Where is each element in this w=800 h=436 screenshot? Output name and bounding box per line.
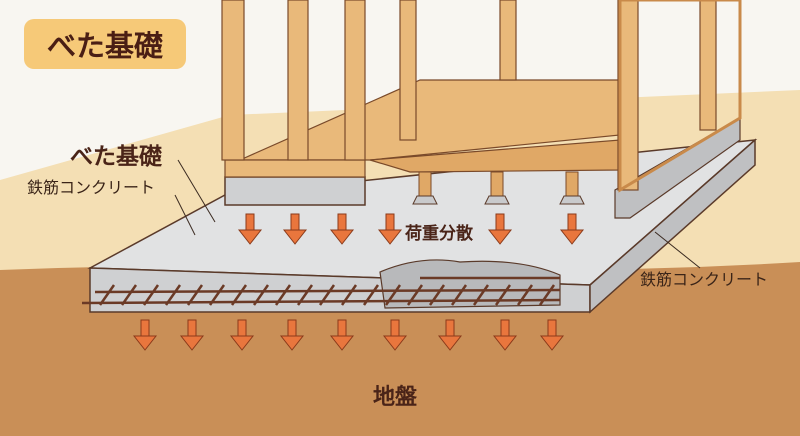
down-arrow-icon — [329, 213, 355, 245]
arrow-head — [539, 335, 565, 351]
wood-post — [221, 0, 245, 161]
arrow-head — [382, 335, 408, 351]
wood-post — [399, 0, 417, 141]
rebar-bar — [208, 284, 226, 306]
down-arrow-icon — [282, 213, 308, 245]
arrow-shaft — [187, 319, 197, 339]
arrow-head — [132, 335, 158, 351]
slab-side — [589, 138, 756, 314]
wood-post — [617, 0, 639, 191]
down-arrow-icon — [559, 213, 585, 245]
arrow-head — [437, 335, 463, 351]
arrow-shaft — [500, 319, 510, 339]
rebar-bar — [98, 284, 116, 306]
wood-posts — [221, 0, 717, 191]
pier-footing — [559, 195, 585, 205]
label-mat-foundation: べた基礎 — [70, 144, 162, 170]
rebar-bar — [516, 284, 534, 306]
down-arrow-icon — [237, 213, 263, 245]
wood-post — [344, 0, 366, 161]
pier-footing — [412, 195, 438, 205]
arrow-head — [179, 335, 205, 351]
down-arrow-icon — [382, 319, 408, 351]
arrow-shaft — [245, 213, 255, 233]
arrow-head — [329, 229, 355, 245]
rebar-bar — [406, 284, 424, 306]
down-arrow-icon — [279, 319, 305, 351]
label-ground: 地盤 — [373, 385, 418, 410]
wood-pier — [565, 171, 579, 197]
arrow-head — [329, 335, 355, 351]
down-arrow-icon — [539, 319, 565, 351]
wood-post — [499, 0, 517, 81]
rebar-bar — [274, 284, 292, 306]
rebar-bar — [164, 284, 182, 306]
arrow-shaft — [390, 319, 400, 339]
rebar — [81, 276, 561, 306]
rebar-bar — [494, 284, 512, 306]
arrow-shaft — [337, 319, 347, 339]
arrow-shaft — [287, 319, 297, 339]
arrow-shaft — [237, 319, 247, 339]
rebar-bar — [120, 284, 138, 306]
arrow-shaft — [337, 213, 347, 233]
wood-post — [699, 0, 717, 131]
floor-piers — [412, 171, 585, 205]
rebar-bar — [362, 284, 380, 306]
label-rc-left: 鉄筋コンクリート — [27, 178, 156, 197]
rebar-bar — [450, 284, 468, 306]
rebar-bar — [428, 284, 446, 306]
rebar-bar — [340, 284, 358, 306]
arrow-shaft — [495, 213, 505, 233]
rebar-bar — [252, 284, 270, 306]
down-arrow-icon — [487, 213, 513, 245]
rebar-bar — [538, 284, 556, 306]
down-arrow-icon — [492, 319, 518, 351]
wood-pier — [418, 171, 432, 197]
arrow-head — [492, 335, 518, 351]
down-arrow-icon — [132, 319, 158, 351]
rebar-bar — [230, 284, 248, 306]
arrow-shaft — [547, 319, 557, 339]
arrow-head — [237, 229, 263, 245]
load-arrows — [132, 213, 585, 351]
arrow-head — [559, 229, 585, 245]
arrow-head — [377, 229, 403, 245]
arrow-head — [279, 335, 305, 351]
label-rc-right: 鉄筋コンクリート — [640, 270, 769, 289]
right-wall-frame — [618, 0, 742, 193]
rebar-bar — [142, 284, 160, 306]
arrow-shaft — [445, 319, 455, 339]
arrow-head — [487, 229, 513, 245]
arrow-shaft — [385, 213, 395, 233]
down-arrow-icon — [377, 213, 403, 245]
sill-beam — [224, 159, 366, 178]
title-badge: べた基礎 — [24, 19, 186, 69]
rebar-bar — [472, 284, 490, 306]
arrow-shaft — [567, 213, 577, 233]
rebar-bar — [318, 284, 336, 306]
arrow-head — [282, 229, 308, 245]
down-arrow-icon — [329, 319, 355, 351]
slab-cutaway — [379, 259, 561, 309]
arrow-shaft — [290, 213, 300, 233]
down-arrow-icon — [229, 319, 255, 351]
rebar-bar — [384, 284, 402, 306]
down-arrow-icon — [179, 319, 205, 351]
stem-wall — [224, 176, 366, 206]
wood-pier — [490, 171, 504, 197]
arrow-head — [229, 335, 255, 351]
down-arrow-icon — [437, 319, 463, 351]
label-load-distribution: 荷重分散 — [405, 224, 473, 244]
rebar-bar — [186, 284, 204, 306]
wood-post — [287, 0, 309, 161]
leader-lines — [174, 159, 701, 269]
arrow-shaft — [140, 319, 150, 339]
pier-footing — [484, 195, 510, 205]
rebar-bar — [296, 284, 314, 306]
